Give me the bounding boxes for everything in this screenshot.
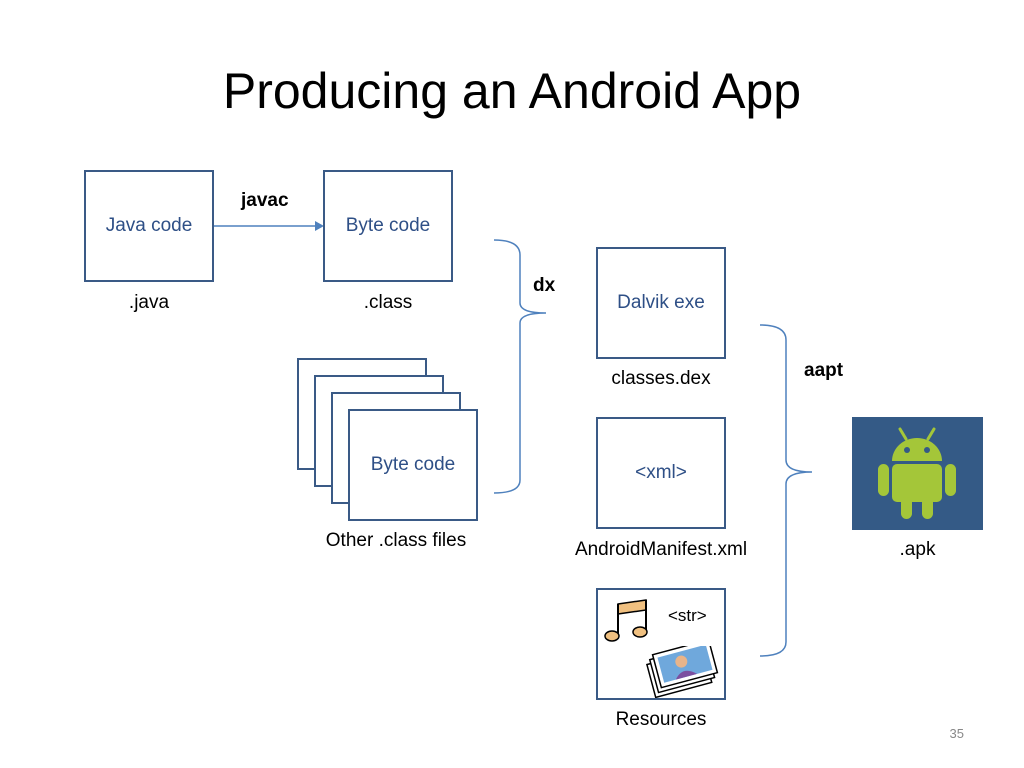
java-code-label: Java code xyxy=(105,215,193,236)
dalvik-exe-box: Dalvik exe xyxy=(596,247,726,359)
byte-code-label: Byte code xyxy=(345,215,431,236)
str-label: <str> xyxy=(668,606,707,625)
music-note-icon xyxy=(604,599,648,642)
aapt-brace xyxy=(759,324,813,657)
resources-caption: Resources xyxy=(615,709,707,730)
manifest-caption: AndroidManifest.xml xyxy=(574,539,748,560)
java-code-box: Java code xyxy=(84,170,214,282)
dx-brace xyxy=(493,239,547,494)
dalvik-exe-label: Dalvik exe xyxy=(617,292,705,313)
resources-box: <str> xyxy=(596,588,726,700)
classes-dex-caption: classes.dex xyxy=(611,368,711,389)
aapt-label: aapt xyxy=(804,360,844,381)
dx-label: dx xyxy=(533,275,556,296)
stack-byte-code-label: Byte code xyxy=(370,454,456,475)
class-caption: .class xyxy=(363,292,413,313)
apk-caption: .apk xyxy=(899,539,936,560)
slide-title: Producing an Android App xyxy=(222,63,802,119)
page-number: 35 xyxy=(949,726,964,741)
photo-icon xyxy=(645,646,719,698)
javac-label: javac xyxy=(241,190,289,211)
javac-arrow-head xyxy=(315,221,324,231)
apk-box xyxy=(852,417,983,530)
xml-label: <xml> xyxy=(635,462,687,483)
xml-box: <xml> xyxy=(596,417,726,529)
other-class-caption: Other .class files xyxy=(325,530,467,551)
java-caption: .java xyxy=(128,292,170,313)
android-robot-icon xyxy=(878,427,956,519)
stack-card-front: Byte code xyxy=(348,409,478,521)
byte-code-box: Byte code xyxy=(323,170,453,282)
